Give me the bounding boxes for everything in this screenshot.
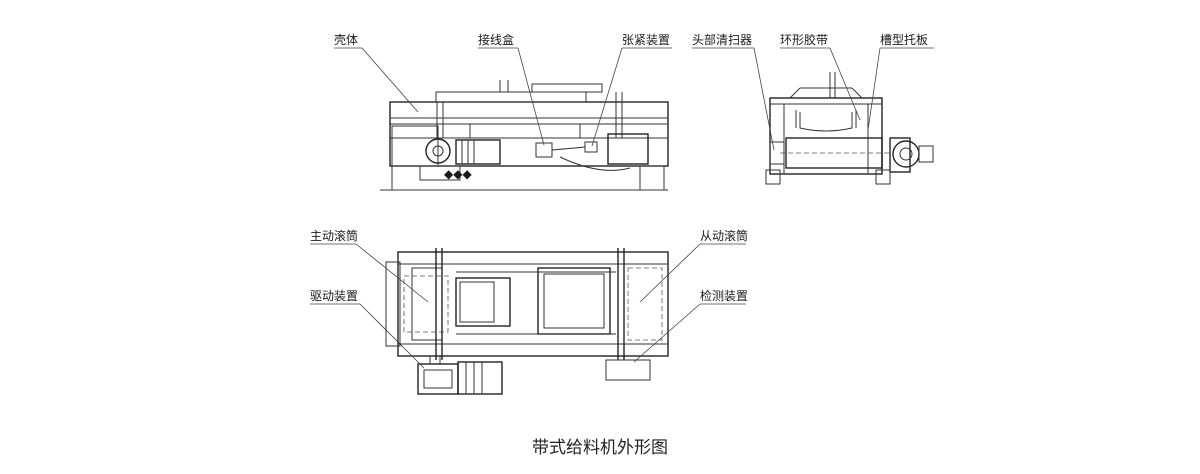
callout-labels: 壳体 接线盒 张紧装置 头部清扫器 环形胶带 槽型托板 主动滚筒 驱动装置 从动… [310,32,928,303]
figure-caption: 带式给料机外形图 [532,438,668,458]
leader-lines [310,47,934,369]
side-view: ◆◆◆ [380,80,669,191]
label-drive-unit: 驱动装置 [310,289,358,303]
label-detection-unit: 检测装置 [700,288,748,303]
label-junction-box: 接线盒 [478,32,514,47]
label-trough-idler: 槽型托板 [880,33,928,47]
label-tensioner: 张紧装置 [622,33,670,47]
label-driven-pulley: 从动滚筒 [700,228,748,243]
end-view [765,72,934,185]
label-shell: 壳体 [334,33,358,47]
label-head-cleaner: 头部清扫器 [692,32,752,47]
label-endless-belt: 环形胶带 [780,32,828,47]
plan-view [385,248,669,395]
label-drive-pulley: 主动滚筒 [310,228,358,243]
svg-text:◆◆◆: ◆◆◆ [444,167,472,181]
